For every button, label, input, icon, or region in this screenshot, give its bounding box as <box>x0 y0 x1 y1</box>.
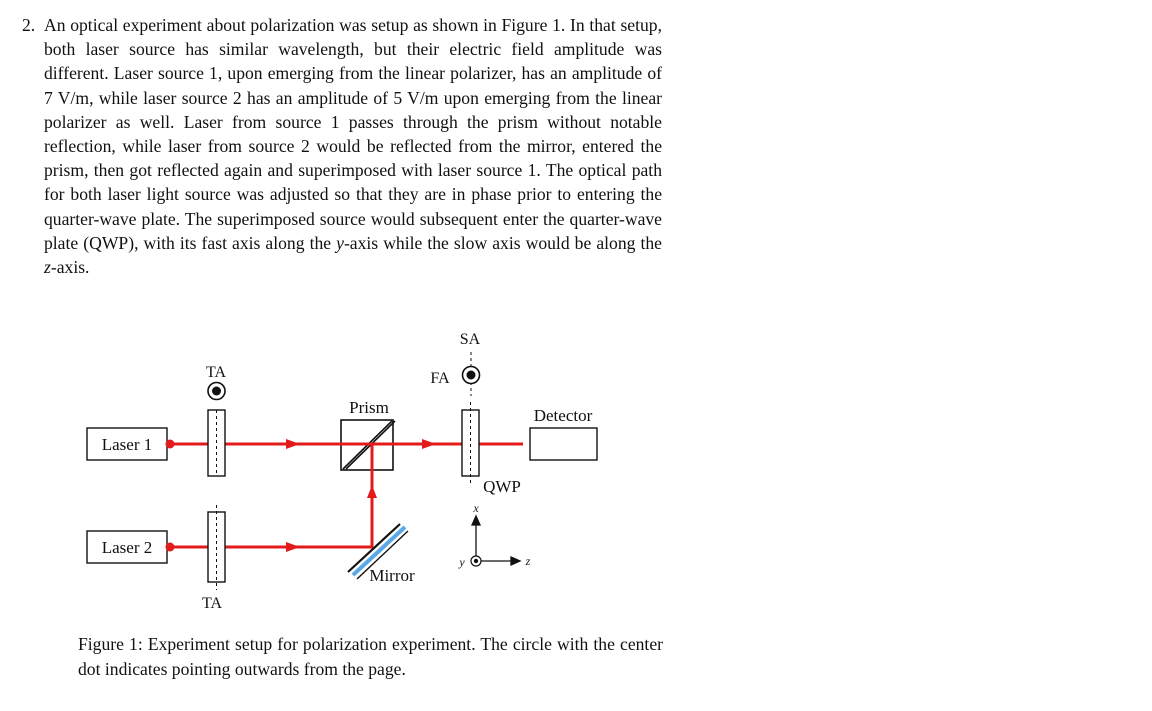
quarter-wave-plate <box>461 402 480 484</box>
figure-caption: Figure 1: Experiment setup for polarizat… <box>78 634 663 679</box>
prism-label: Prism <box>349 398 389 417</box>
laser1-box <box>86 427 168 461</box>
laser2-label: Laser 2 <box>102 538 153 557</box>
ta-top-label: TA <box>206 364 226 381</box>
laser2-output-dot <box>165 542 175 552</box>
polarizer-1 <box>207 409 226 477</box>
beam-direction-arrows <box>286 439 436 552</box>
ta-bottom-label: TA <box>202 595 222 612</box>
axis-y-label: y <box>458 555 465 569</box>
axis-x-label: x <box>472 501 479 515</box>
detector-label: Detector <box>534 406 593 425</box>
problem-statement: 2. An optical experiment about polarizat… <box>22 13 662 279</box>
mirror-label: Mirror <box>369 566 415 585</box>
problem-number: 2. <box>22 15 36 35</box>
laser1-label: Laser 1 <box>102 435 153 454</box>
detector-box <box>529 427 598 461</box>
qwp-label: QWP <box>483 477 521 496</box>
fa-label: FA <box>430 370 450 387</box>
sa-label: SA <box>460 331 481 348</box>
coordinate-axes <box>470 514 522 567</box>
out-of-page-icon <box>207 381 226 401</box>
problem-text: An optical experiment about polarization… <box>44 15 662 278</box>
polarizer-2 <box>207 505 226 590</box>
axis-z-label: z <box>525 554 531 568</box>
laser1-output-dot <box>165 439 175 449</box>
y-axis-out-of-page-icon <box>470 555 482 567</box>
mirror <box>347 523 409 580</box>
fast-axis-out-of-page-icon <box>461 365 481 385</box>
